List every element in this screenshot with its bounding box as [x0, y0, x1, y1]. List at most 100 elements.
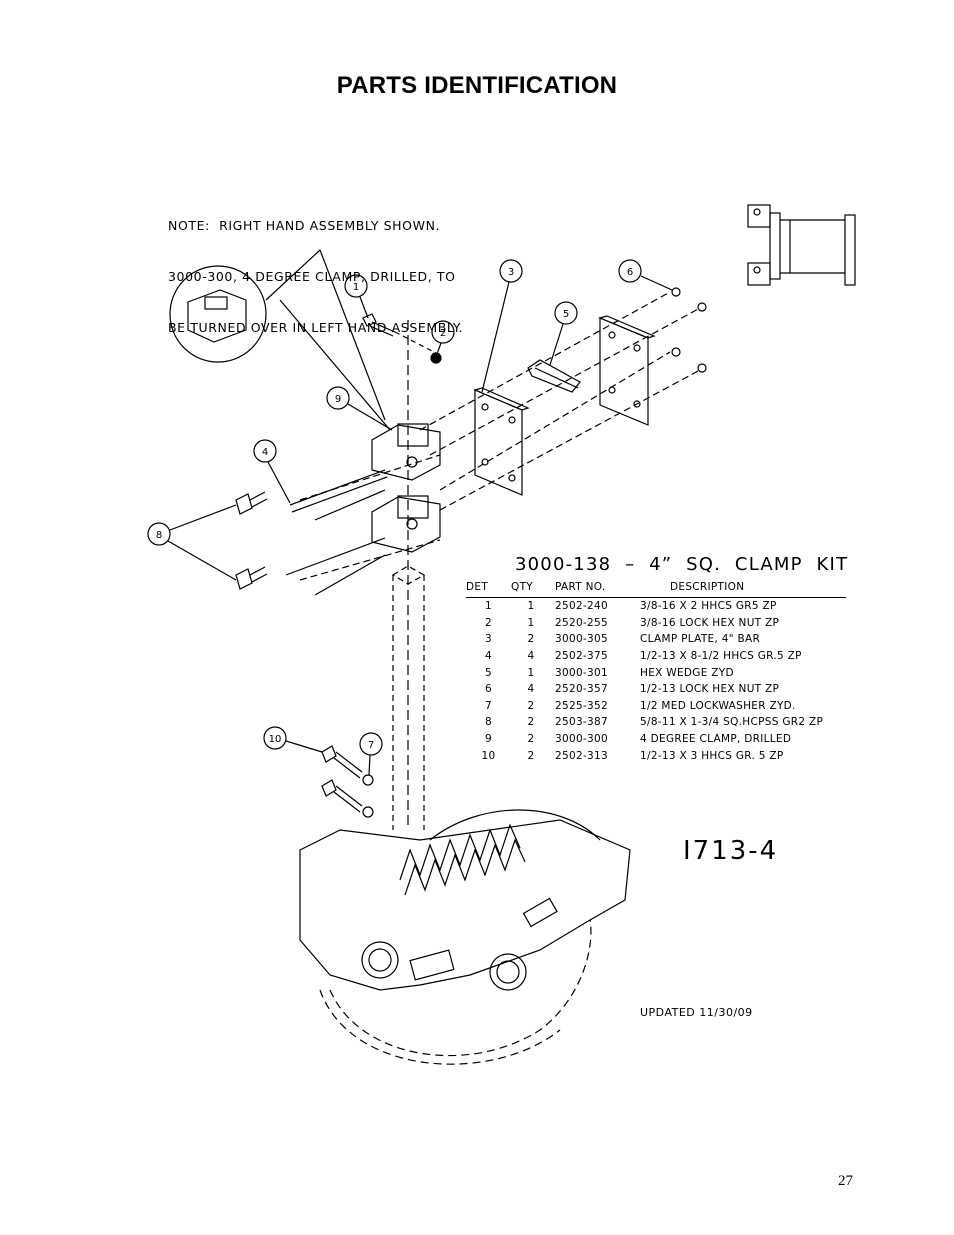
callout-label: 2 — [440, 328, 446, 339]
bolt-1-diagram — [362, 313, 441, 356]
callout-8: 8 — [147, 504, 237, 581]
cell-qty: 2 — [527, 749, 535, 762]
cell-det: 8 — [485, 716, 492, 729]
cell-qty: 4 — [527, 650, 535, 663]
col-header-qty: QTY — [511, 580, 551, 598]
drawing-number: I713-4 — [683, 836, 779, 866]
square-bar — [391, 565, 426, 830]
assembly-note: NOTE: RIGHT HAND ASSEMBLY SHOWN. 3000-30… — [168, 183, 463, 353]
note-line: NOTE: RIGHT HAND ASSEMBLY SHOWN. — [168, 218, 441, 233]
note-line: BE TURNED OVER IN LEFT HAND ASSEMBLY. — [168, 320, 464, 335]
cell-description: 1/2-13 X 3 HHCS GR. 5 ZP — [640, 749, 784, 762]
clamp-block-lower — [371, 495, 441, 553]
cell-det: 6 — [485, 683, 492, 696]
callout-1: 1 — [344, 274, 369, 319]
cell-qty: 2 — [527, 633, 535, 646]
spring — [399, 823, 526, 896]
callout-label: 5 — [563, 309, 569, 320]
callout-label: 6 — [627, 267, 633, 278]
cell-part-no: 3000-305 — [555, 633, 608, 646]
callout-label: 7 — [368, 740, 374, 751]
table-row: 3 2 3000-305 CLAMP PLATE, 4" BAR — [466, 631, 846, 648]
callout-label: 4 — [262, 447, 268, 458]
cell-description: 3/8-16 X 2 HHCS GR5 ZP — [640, 600, 777, 613]
callout-3: 3 — [481, 259, 523, 393]
cell-part-no: 2503-387 — [555, 716, 608, 729]
cell-qty: 1 — [527, 616, 535, 629]
callout-7: 7 — [359, 732, 383, 776]
cell-part-no: 2520-357 — [555, 683, 608, 696]
col-header-det: DET — [466, 580, 511, 598]
parts-table-header: DET QTY PART NO. DESCRIPTION — [466, 580, 846, 598]
page-number: 27 — [838, 1173, 853, 1189]
cell-qty: 2 — [527, 699, 535, 712]
callout-label: 8 — [156, 530, 162, 541]
cell-description: HEX WEDGE ZYD — [640, 666, 734, 679]
table-row: 7 2 2525-352 1/2 MED LOCKWASHER ZYD. — [466, 698, 846, 715]
cell-qty: 2 — [527, 733, 535, 746]
table-row: 1 1 2502-240 3/8-16 X 2 HHCS GR5 ZP — [466, 598, 846, 615]
shank-assembly — [299, 809, 631, 1065]
cell-part-no: 2502-313 — [555, 749, 608, 762]
callout-2: 2 — [431, 320, 455, 355]
cell-qty: 1 — [527, 600, 535, 613]
updated-date: UPDATED 11/30/09 — [640, 1006, 753, 1019]
cell-det: 3 — [485, 633, 492, 646]
cell-description: 3/8-16 LOCK HEX NUT ZP — [640, 616, 780, 629]
col-header-part-no: PART NO. — [551, 580, 640, 598]
table-row: 5 1 3000-301 HEX WEDGE ZYD — [466, 664, 846, 681]
cell-det: 5 — [485, 666, 492, 679]
clamp-plate-3 — [473, 387, 530, 496]
cell-part-no: 3000-301 — [555, 666, 608, 679]
callout-5: 5 — [549, 301, 578, 366]
cell-qty: 1 — [527, 666, 535, 679]
cell-description: 1/2-13 LOCK HEX NUT ZP — [640, 683, 780, 696]
cell-description: 5/8-11 X 1-3/4 SQ.HCPSS GR2 ZP — [640, 716, 824, 729]
cell-qty: 2 — [527, 716, 535, 729]
cell-description: 1/2 MED LOCKWASHER ZYD. — [640, 699, 796, 712]
callout-6: 6 — [618, 259, 673, 291]
cell-det: 1 — [485, 600, 492, 613]
table-row: 10 2 2502-313 1/2-13 X 3 HHCS GR. 5 ZP — [466, 747, 846, 764]
parts-table: DET QTY PART NO. DESCRIPTION 1 1 2502-24… — [466, 580, 846, 764]
callout-4: 4 — [253, 439, 291, 504]
cell-part-no: 3000-300 — [555, 733, 608, 746]
cell-part-no: 2502-375 — [555, 650, 608, 663]
clamp-detail-bubble — [169, 249, 391, 431]
callout-10: 10 — [263, 726, 323, 753]
cell-qty: 4 — [527, 683, 535, 696]
table-row: 9 2 3000-300 4 DEGREE CLAMP, DRILLED — [466, 731, 846, 748]
note-line: 3000-300, 4 DEGREE CLAMP, DRILLED, TO — [168, 269, 456, 284]
cell-description: CLAMP PLATE, 4" BAR — [640, 633, 761, 646]
kit-title: 3000-138 – 4” SQ. CLAMP KIT — [515, 554, 849, 575]
bolts-10-diagram — [321, 745, 374, 818]
table-row: 2 1 2520-255 3/8-16 LOCK HEX NUT ZP — [466, 615, 846, 632]
page-title: PARTS IDENTIFICATION — [336, 72, 618, 99]
top-view-diagram — [747, 204, 856, 286]
cell-description: 4 DEGREE CLAMP, DRILLED — [640, 733, 792, 746]
cell-det: 10 — [481, 749, 496, 762]
cell-description: 1/2-13 X 8-1/2 HHCS GR.5 ZP — [640, 650, 802, 663]
callout-label: 3 — [508, 267, 514, 278]
table-row: 4 4 2502-375 1/2-13 X 8-1/2 HHCS GR.5 ZP — [466, 648, 846, 665]
bolts-4-8-diagram — [235, 469, 388, 596]
cell-part-no: 2520-255 — [555, 616, 608, 629]
table-row: 8 2 2503-387 5/8-11 X 1-3/4 SQ.HCPSS GR2… — [466, 714, 846, 731]
cell-part-no: 2502-240 — [555, 600, 608, 613]
nut-2-diagram — [430, 352, 442, 364]
callout-label: 9 — [335, 394, 341, 405]
cell-det: 7 — [485, 699, 492, 712]
col-header-description: DESCRIPTION — [640, 580, 846, 598]
callout-9: 9 — [326, 386, 393, 431]
clamp-plate-rear — [598, 315, 656, 426]
cell-det: 4 — [485, 650, 492, 663]
callout-label: 1 — [353, 282, 359, 293]
cell-det: 2 — [485, 616, 492, 629]
callout-label: 10 — [269, 734, 282, 745]
cell-det: 9 — [485, 733, 492, 746]
cell-part-no: 2525-352 — [555, 699, 608, 712]
hex-wedge-5 — [527, 359, 581, 393]
nuts-6-diagram — [671, 287, 707, 373]
table-row: 6 4 2520-357 1/2-13 LOCK HEX NUT ZP — [466, 681, 846, 698]
